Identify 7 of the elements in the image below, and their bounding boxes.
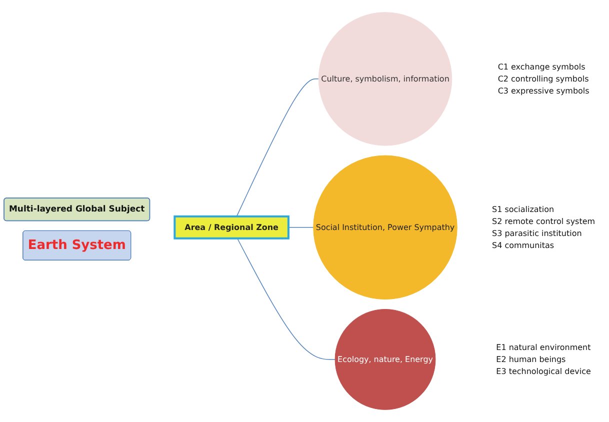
node-circle <box>313 155 458 300</box>
node-box <box>174 215 290 240</box>
connector <box>236 238 336 360</box>
node-circle <box>334 309 436 410</box>
connector <box>236 78 320 217</box>
connector <box>288 227 314 228</box>
node-circle <box>318 12 452 146</box>
